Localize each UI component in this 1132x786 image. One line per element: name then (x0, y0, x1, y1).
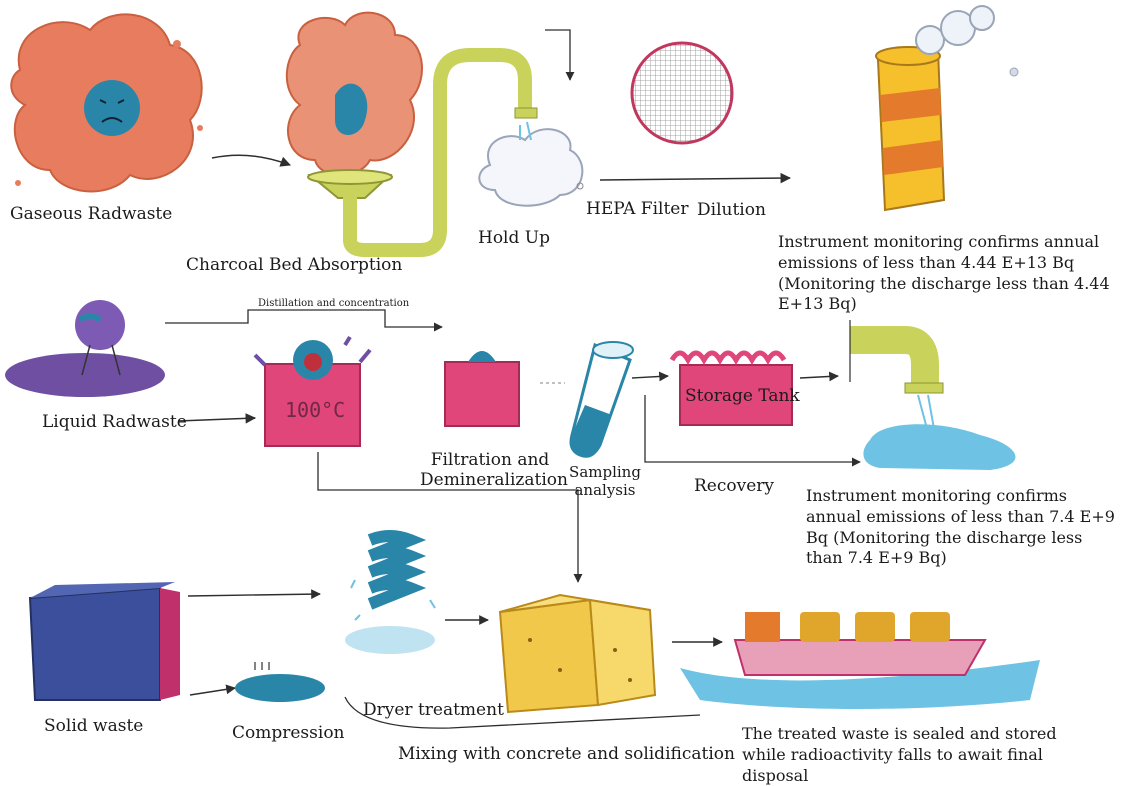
arrow-solid-to-dryer (188, 594, 320, 596)
dryer-label: Dryer treatment (363, 700, 504, 720)
sampling-label-line1: Sampling (565, 463, 645, 481)
compression-label: Compression (232, 723, 345, 743)
liquid-radwaste-icon (5, 300, 165, 397)
storage-tank-label: Storage Tank (685, 386, 800, 406)
charcoal-bed-icon (287, 13, 570, 250)
final-storage-note: The treated waste is sealed and stored w… (742, 724, 1082, 786)
diagram-artwork (0, 0, 1132, 767)
sampling-label: Sampling analysis (565, 463, 645, 499)
gaseous-radwaste-cloud-icon (11, 14, 203, 191)
discharge-pipe-icon (850, 320, 1015, 470)
gas-monitoring-note: Instrument monitoring confirms annual em… (778, 232, 1128, 315)
evaporator-tank-icon (255, 337, 370, 446)
dryer-spring-icon (345, 536, 435, 654)
solid-waste-label: Solid waste (44, 716, 143, 736)
liquid-radwaste-label: Liquid Radwaste (42, 412, 187, 432)
filtration-tank-icon (445, 351, 519, 426)
liquid-monitoring-note: Instrument monitoring confirms annual em… (806, 486, 1116, 569)
arrow-liquid-to-distillation (165, 310, 442, 327)
distillation-label: Distillation and concentration (258, 298, 409, 310)
evaporator-temperature: 100°C (285, 398, 345, 422)
hepa-filter-icon (632, 43, 732, 143)
recovery-label: Recovery (694, 476, 774, 496)
hold-up-cloud-icon (479, 122, 583, 206)
dilution-label: Dilution (697, 200, 766, 220)
arrow-holdup-to-chimney (600, 178, 790, 180)
arrow-gas-to-charcoal (212, 155, 290, 165)
sampling-test-tube-icon (571, 342, 633, 456)
mixing-label: Mixing with concrete and solidification (398, 744, 735, 764)
charcoal-bed-label: Charcoal Bed Absorption (186, 255, 402, 275)
hold-up-label: Hold Up (478, 228, 550, 248)
arrow-liquid-to-evaporator (178, 418, 255, 421)
sampling-label-line2: analysis (565, 481, 645, 499)
arrow-sampling-to-storage (632, 376, 668, 378)
solid-waste-cube-icon (30, 582, 180, 700)
concrete-block-icon (500, 595, 655, 712)
arrow-storage-to-discharge (800, 376, 838, 378)
filtration-label-line2: Demineralization (420, 470, 560, 490)
filtration-label: Filtration and Demineralization (420, 450, 560, 491)
gaseous-radwaste-label: Gaseous Radwaste (10, 204, 172, 224)
radwaste-flow-diagram: Gaseous Radwaste Charcoal Bed Absorption… (0, 0, 1132, 767)
hepa-filter-label: HEPA Filter (586, 199, 688, 219)
arrow-solid-to-compression (190, 688, 235, 695)
compression-disc-icon (235, 662, 325, 702)
chimney-icon (876, 6, 1018, 210)
filtration-label-line1: Filtration and (420, 450, 560, 470)
ship-storage-icon (680, 612, 1040, 709)
